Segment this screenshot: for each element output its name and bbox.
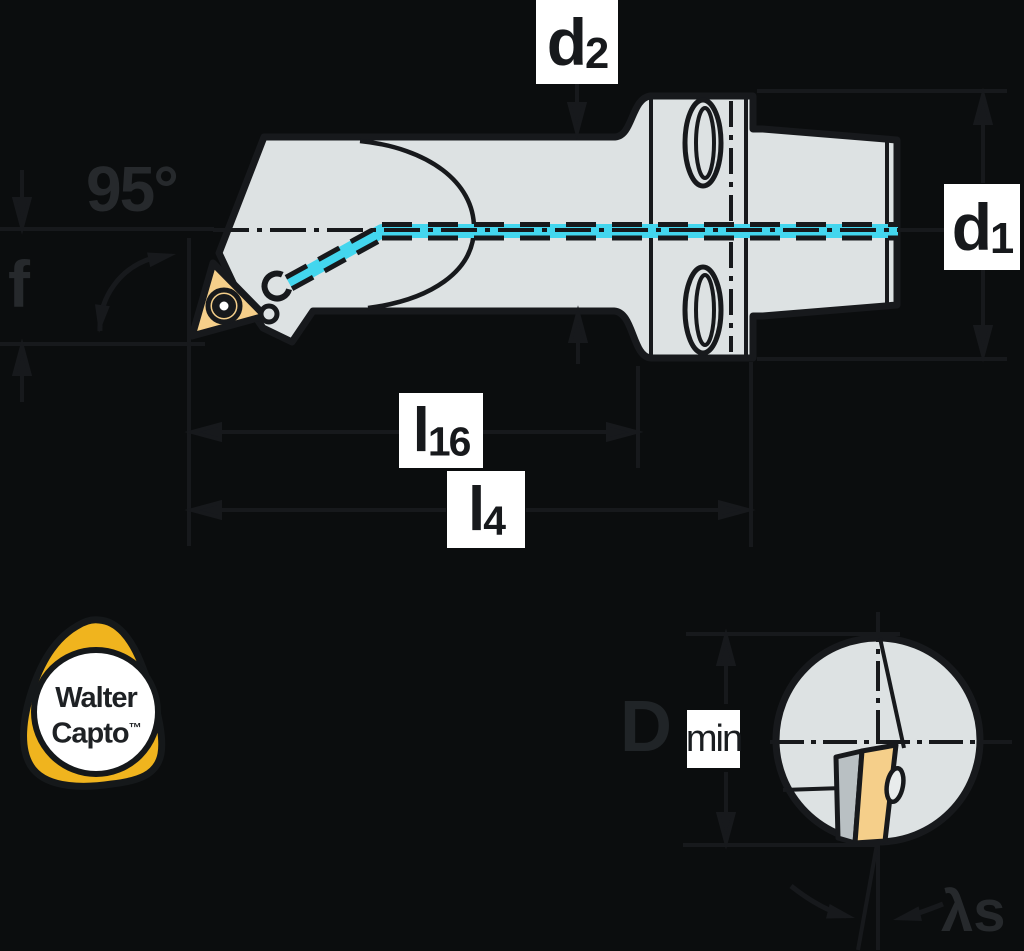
logo-word2: Capto — [51, 717, 129, 750]
l16-arrow-left-icon — [184, 421, 222, 443]
d1-arrow-up-icon — [972, 87, 994, 125]
logo-trademark: ™ — [128, 720, 142, 735]
label-d1-base: d — [951, 190, 992, 264]
dmin-arrow-down-icon — [715, 812, 737, 850]
tool-side-view — [188, 92, 944, 362]
dimension-l4 — [184, 362, 756, 547]
label-dmin-base: D — [620, 687, 672, 767]
lambda-arrow-left-icon — [893, 906, 922, 922]
label-l4-base: l — [468, 475, 485, 544]
flange-groove-top — [682, 97, 724, 189]
coolant-wall-diag-top — [284, 224, 381, 280]
angle-arrow-upper-icon — [147, 252, 176, 268]
label-l16-base: l — [412, 396, 430, 465]
logo-circle — [31, 647, 161, 777]
insert-screw-center — [215, 297, 233, 315]
section-view — [770, 612, 1012, 951]
dimension-lambda — [789, 884, 944, 922]
f-arrow-up-icon — [11, 338, 33, 376]
angle-arrow-lower-icon — [94, 304, 110, 333]
angle-arc — [97, 255, 154, 332]
coolant-wall-diag-bottom — [290, 235, 387, 291]
label-d1-sub: 1 — [990, 214, 1014, 263]
label-f: f — [8, 247, 30, 321]
lambda-arrow-right-icon — [826, 903, 855, 919]
flange-groove-top-inner — [694, 106, 716, 180]
dmin-arrow-up-icon — [715, 628, 737, 666]
label-d2-sub: 2 — [585, 29, 609, 78]
label-angle-95: 95° — [86, 153, 179, 225]
l16-arrow-right-icon — [606, 421, 644, 443]
coolant-nozzle-icon — [261, 270, 292, 302]
section-edge-line — [878, 637, 906, 749]
dimension-dmin — [683, 628, 900, 850]
section-seat-line — [782, 786, 844, 792]
insert-screw-ring — [212, 294, 236, 318]
label-d2-base: d — [546, 5, 587, 79]
insert-corner-dot — [258, 303, 280, 325]
logo-word1: Walter — [55, 682, 138, 714]
section-insert — [852, 742, 899, 846]
dimension-d1 — [757, 87, 1007, 363]
dimension-angle — [94, 238, 191, 546]
walter-capto-logo — [20, 616, 166, 790]
f-arrow-down-icon — [11, 197, 33, 235]
flange-groove-bottom-inner — [694, 273, 716, 347]
label-l4-sub: 4 — [483, 497, 506, 544]
l4-arrow-left-icon — [184, 499, 222, 521]
d2-arrow-up-icon — [567, 305, 589, 343]
lambda-edge-line — [856, 843, 879, 951]
label-l16-sub: 16 — [427, 418, 471, 465]
flange-groove-bottom — [682, 264, 724, 356]
dimension-f — [0, 170, 214, 402]
label-dmin-sub: min — [686, 710, 743, 768]
dimension-d2 — [566, 84, 589, 364]
d1-arrow-down-icon — [972, 325, 994, 363]
label-lambda-s: λs — [941, 879, 1006, 944]
dimension-l16 — [184, 366, 644, 468]
l4-arrow-right-icon — [718, 499, 756, 521]
section-screw-hole — [884, 765, 906, 805]
d2-arrow-down-icon — [566, 102, 588, 140]
insert-washer — [205, 287, 243, 325]
logo-text: Walter Capto™ — [34, 684, 158, 749]
